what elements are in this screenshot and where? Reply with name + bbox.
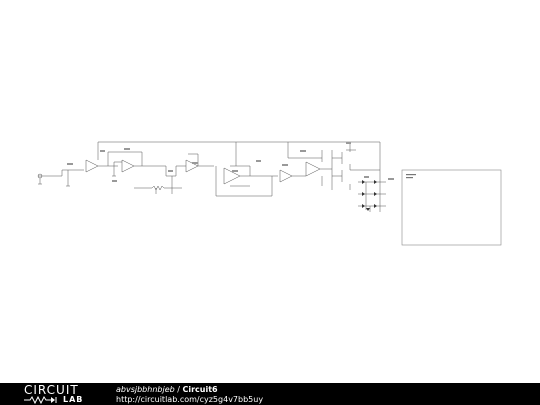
circuit-url-link[interactable]: http://circuitlab.com/cyz5g4v7bb5uy (116, 395, 264, 404)
logo-top-text: CIRCUIT (24, 383, 79, 397)
notes-box[interactable] (401, 169, 502, 246)
footer-bar: CIRCUIT LAB abvsjbbhnbjeb / Circuit6 htt… (0, 383, 540, 405)
circuit-title: abvsjbbhnbjeb / Circuit6 (116, 385, 218, 394)
logo-bottom-text: LAB (63, 394, 84, 404)
author-link[interactable]: abvsjbbhnbjeb (116, 385, 175, 394)
resistor-zigzag-icon (24, 395, 57, 404)
logo-bottom-row: LAB (24, 395, 83, 404)
schematic-wires (37, 141, 386, 212)
led-symbols (362, 180, 377, 211)
circuit-name[interactable]: Circuit6 (182, 385, 218, 394)
schematic-canvas[interactable] (0, 0, 540, 383)
title-separator: / (174, 385, 183, 394)
circuitlab-logo[interactable]: CIRCUIT LAB (24, 384, 94, 404)
component-labels (67, 142, 394, 182)
